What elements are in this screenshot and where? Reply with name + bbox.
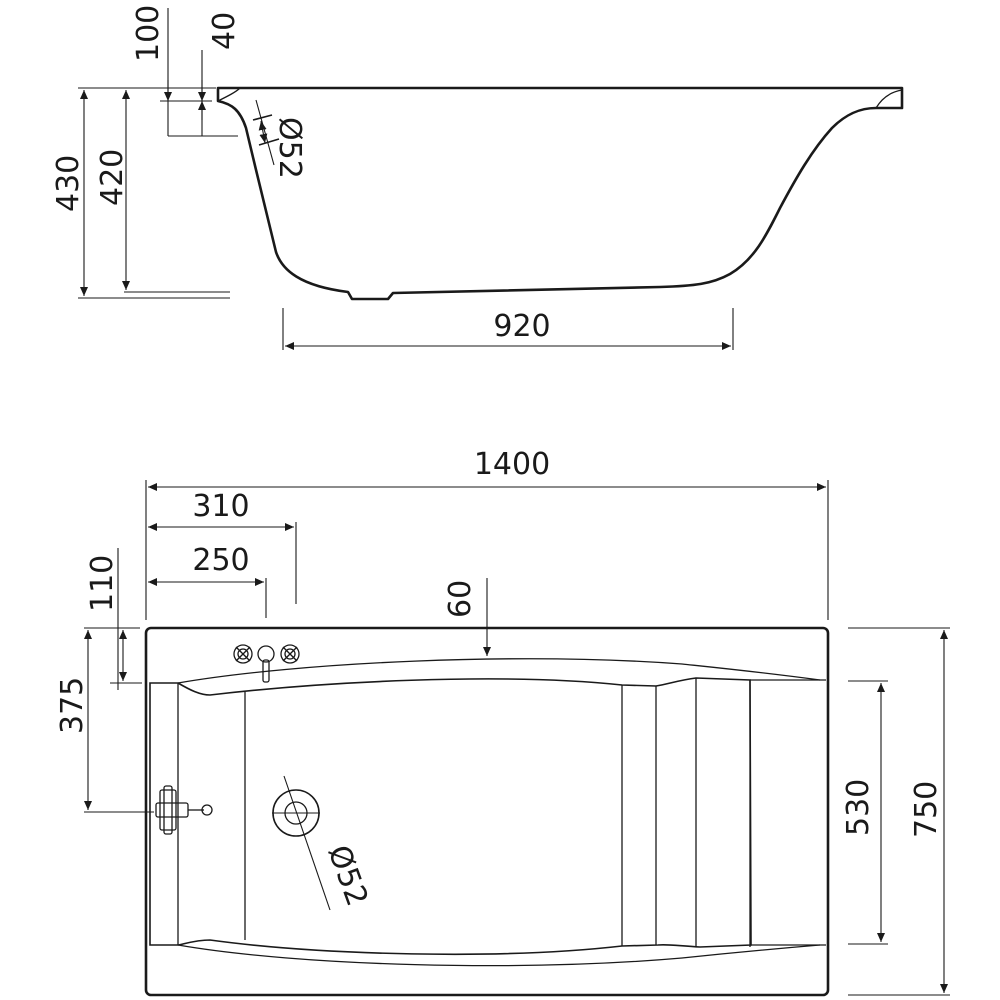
top-total-length-label: 1400 [474,447,550,482]
side-view: Ø52 100 40 430 420 920 [51,5,904,350]
basin-outline [149,677,752,956]
top-tap-far-label: 310 [192,489,249,524]
top-total-width-label: 750 [909,781,944,838]
overflow-valve [155,785,213,835]
top-inner-width-label: 530 [841,779,876,836]
tap-set [233,644,300,683]
rim-inner-edge-right [875,89,903,109]
rim-curve-top [177,658,821,684]
drain [272,775,331,911]
tub-side-profile [216,86,904,301]
top-rim-side-label: 60 [443,580,478,618]
side-bottom-length-label: 920 [493,309,550,344]
side-overflow-diameter-label: Ø52 [272,117,307,179]
top-view: Ø52 1400 310 250 110 60 375 530 [55,447,950,997]
tub-outline [144,626,830,997]
side-height-inner-label: 420 [95,149,130,206]
top-drain-diameter-label: Ø52 [320,841,374,911]
rim-inner-edge [217,87,241,102]
top-rim-front-label: 110 [85,555,120,612]
top-tap-near-label: 250 [192,543,249,578]
side-rim-top-label: 100 [131,5,166,62]
overflow-marker [252,99,280,166]
side-height-outer-label: 430 [51,155,86,212]
top-drain-offset-label: 375 [55,677,90,734]
side-rim-inner-label: 40 [207,12,242,50]
rim-curve-bottom [177,944,821,967]
